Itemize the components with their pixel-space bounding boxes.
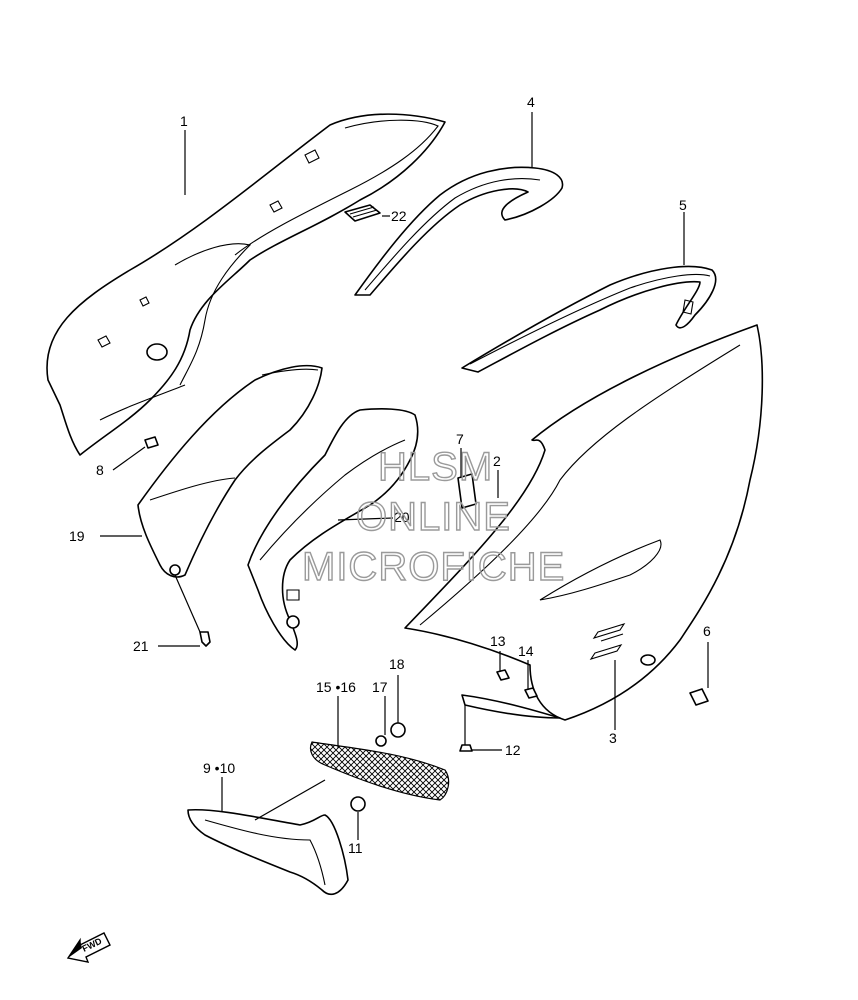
part-21-screw[interactable] xyxy=(199,631,211,647)
callout-3: 3 xyxy=(609,730,617,746)
part-11-nut[interactable] xyxy=(350,796,366,812)
callout-2: 2 xyxy=(493,453,501,469)
callout-21: 21 xyxy=(133,638,149,654)
callout-22: 22 xyxy=(391,208,407,224)
leader-lines xyxy=(100,112,709,840)
watermark: HLSM ONLINE MICROFICHE xyxy=(301,444,565,589)
callout-12: 12 xyxy=(505,742,521,758)
part-4-rail[interactable] xyxy=(354,166,564,296)
part-17-washer[interactable] xyxy=(375,735,387,747)
part-22-pad[interactable] xyxy=(344,204,381,222)
callout-18: 18 xyxy=(389,656,405,672)
part-5-rail[interactable] xyxy=(461,265,717,373)
callout-1: 1 xyxy=(180,113,188,129)
part-7-bracket[interactable] xyxy=(457,473,477,509)
watermark-line-3: MICROFICHE xyxy=(302,545,565,589)
fwd-arrow-indicator: FWD xyxy=(66,932,111,963)
watermark-line-2: ONLINE xyxy=(356,495,511,539)
callout-11: 11 xyxy=(348,840,363,856)
watermark-line-1: HLSM xyxy=(378,445,493,489)
part-lower-strip[interactable] xyxy=(461,694,561,719)
callout-19: 19 xyxy=(69,528,85,544)
callout-6: 6 xyxy=(703,623,711,639)
part-9-10-lower-trim[interactable] xyxy=(187,808,349,896)
part-14-nut[interactable] xyxy=(524,687,538,699)
callout-8: 8 xyxy=(96,462,104,478)
callout-14: 14 xyxy=(518,643,534,659)
part-18-grommet[interactable] xyxy=(390,722,406,738)
callout-4: 4 xyxy=(527,94,535,110)
part-19-side-panel[interactable] xyxy=(137,364,323,578)
part-1-upper-cover[interactable] xyxy=(46,113,446,456)
callout-7: 7 xyxy=(456,431,464,447)
part-6-screw[interactable] xyxy=(689,688,709,706)
part-15-16-mesh[interactable] xyxy=(309,741,450,801)
part-20-inner-frame[interactable] xyxy=(247,408,419,651)
part-13-nut[interactable] xyxy=(496,669,510,681)
part-8-clip[interactable] xyxy=(144,436,159,449)
callout-13: 13 xyxy=(490,633,506,649)
callout-17: 17 xyxy=(372,679,388,695)
fasteners xyxy=(144,436,709,812)
part-3-main-cover[interactable] xyxy=(404,324,764,721)
callout-15-16: 15 •16 xyxy=(316,679,356,695)
part-12-screw[interactable] xyxy=(459,744,473,752)
callout-20: 20 xyxy=(394,509,410,525)
callout-5: 5 xyxy=(679,197,687,213)
fwd-arrow-head xyxy=(68,940,82,958)
callout-labels: 1 4 5 22 6 7 2 8 19 20 21 3 13 14 12 17 … xyxy=(69,94,711,856)
callout-9-10: 9 •10 xyxy=(203,760,235,776)
